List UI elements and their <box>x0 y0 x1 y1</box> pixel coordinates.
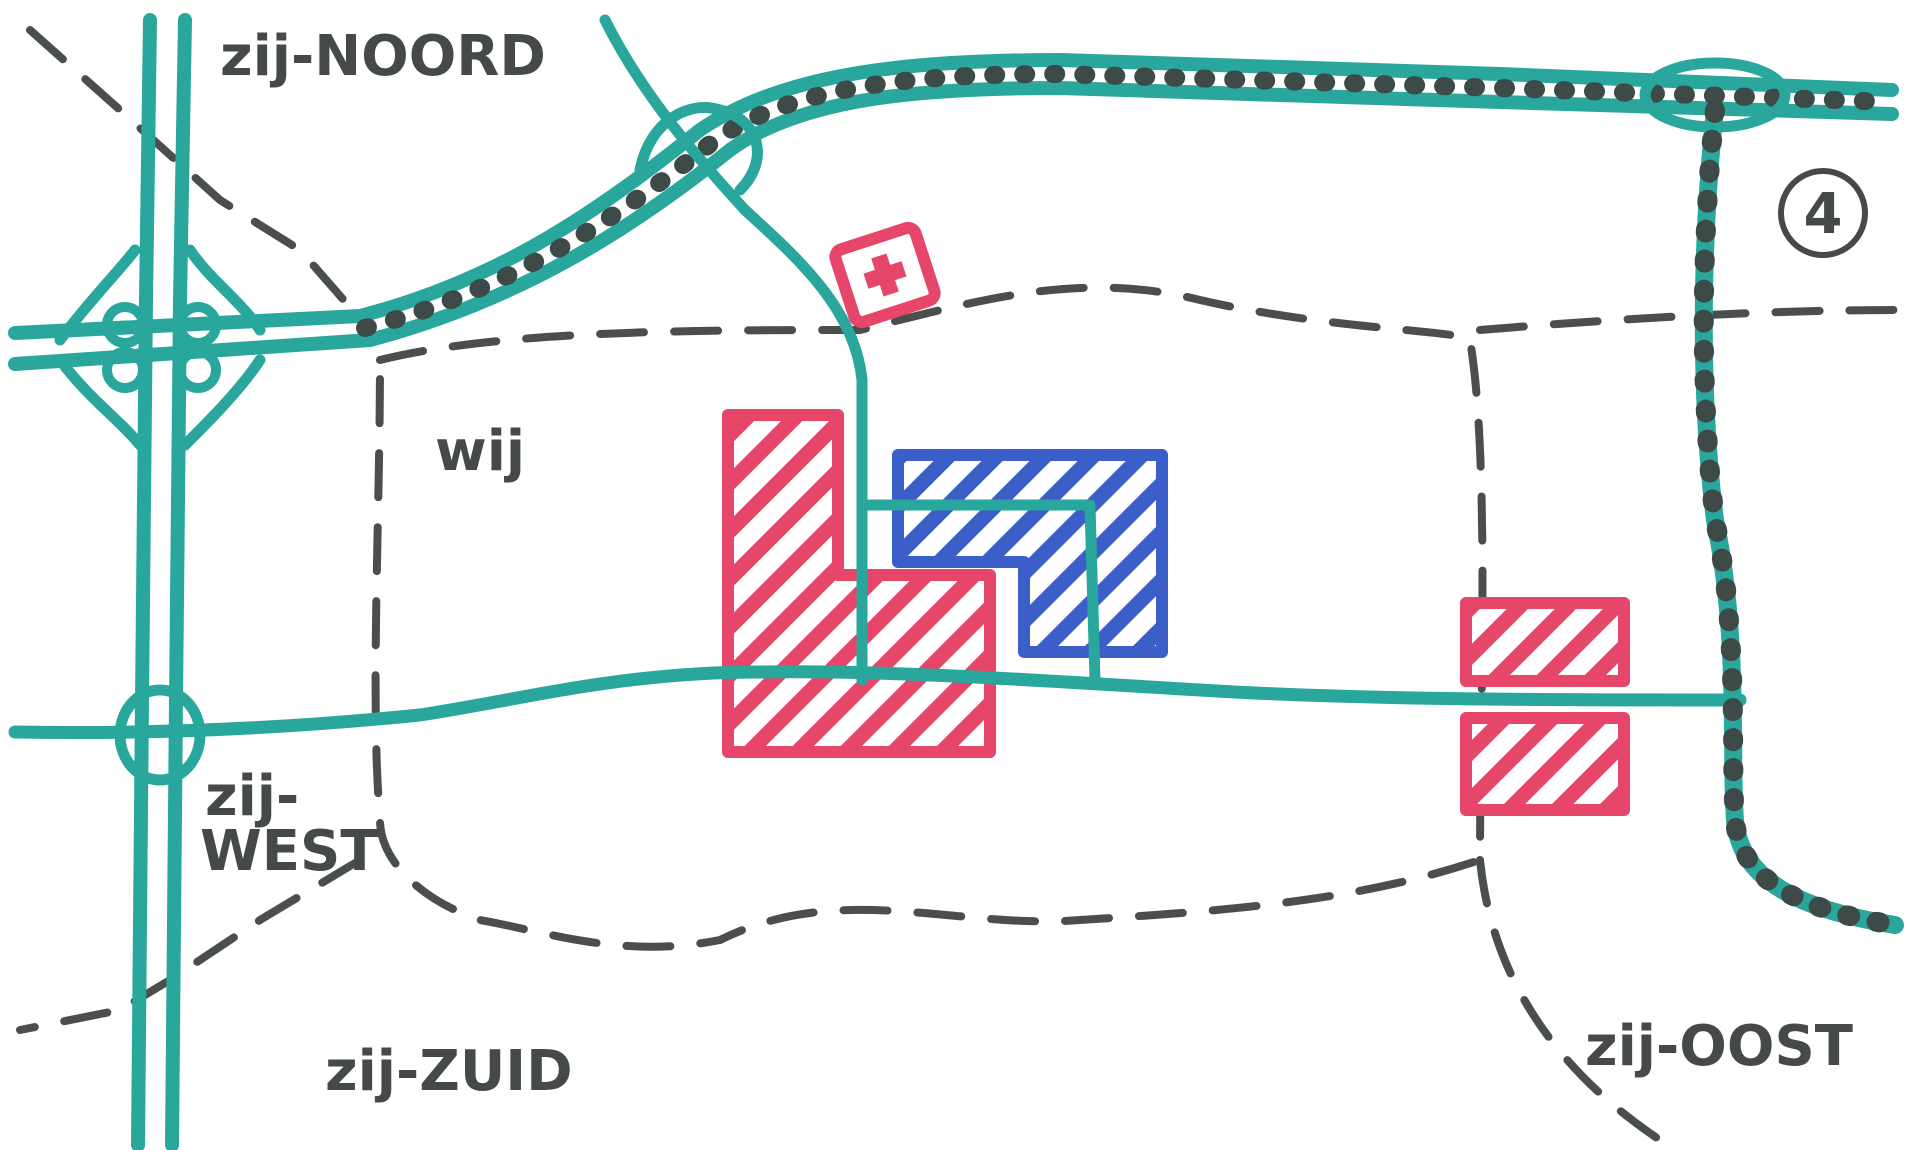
label-zij-noord: zij-NOORD <box>220 24 546 89</box>
number-marker: 4 <box>1778 168 1868 258</box>
red-zone-east-top <box>1460 597 1630 687</box>
hospital-marker <box>829 221 941 329</box>
railway-east <box>1693 100 1905 935</box>
interchange-north-central <box>634 102 763 196</box>
district-boundaries <box>16 26 1899 1144</box>
red-zone-east-bottom <box>1460 712 1630 816</box>
number-marker-label: 4 <box>1804 182 1843 247</box>
label-zij-west-line1: zij- <box>205 764 299 829</box>
main-road-east-west <box>8 665 1747 740</box>
highway-north-lane-2 <box>8 81 1899 371</box>
label-zij-oost: zij-OOST <box>1585 1014 1853 1079</box>
boundary-wij <box>371 283 1487 951</box>
highway-north-lane-1 <box>8 53 1899 340</box>
road-network <box>8 13 1905 1150</box>
label-wij: wij <box>435 419 525 484</box>
hospital-cross-icon <box>863 253 907 297</box>
boundary-west-south-diagonal <box>16 856 364 1034</box>
number-marker-circle <box>1778 168 1868 258</box>
label-zij-west-line2: WEST <box>200 819 379 884</box>
motorway-west-lane-2 <box>165 13 192 1150</box>
boundary-noord-west-diagonal <box>26 26 374 334</box>
boundary-east <box>1476 306 1899 334</box>
district-labels: zij-NOORD wij zij- WEST zij-ZUID zij-OOS… <box>200 24 1853 1104</box>
label-zij-zuid: zij-ZUID <box>325 1039 573 1104</box>
motorway-west-lane-1 <box>131 13 157 1150</box>
railway-north <box>356 65 1901 337</box>
interchange-west <box>54 244 266 451</box>
local-road-north <box>599 14 868 686</box>
local-road-connector <box>856 499 1101 686</box>
boundary-south-east <box>1476 856 1664 1144</box>
